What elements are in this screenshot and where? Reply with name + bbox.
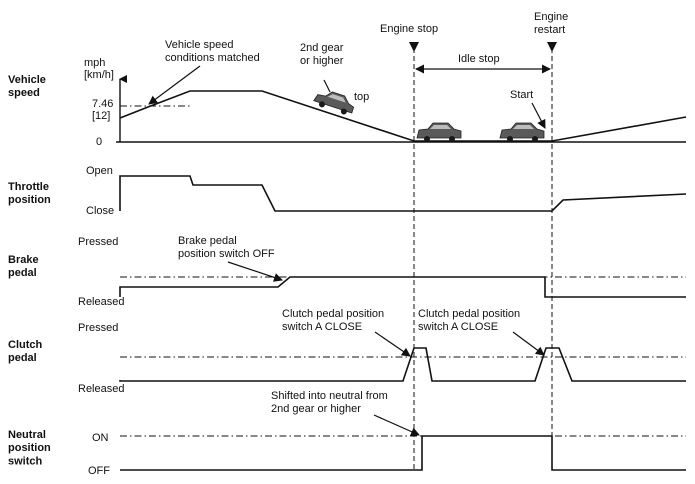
clutch-close-leader-1 <box>374 331 411 357</box>
throttle-position-trace <box>119 175 687 212</box>
clutch-released-label: Released <box>78 383 124 395</box>
car-icon-stopped <box>416 122 462 142</box>
brake-pedal-trace <box>119 276 686 298</box>
throttle-close-label: Close <box>86 205 114 217</box>
second-gear-leader <box>323 79 331 93</box>
engine-stop-label: Engine stop <box>380 23 438 35</box>
speed-matched-leader <box>148 65 201 105</box>
vehicle-speed-trace <box>119 90 687 142</box>
start-note: Start <box>510 89 533 101</box>
brake-switch-leader <box>227 261 283 282</box>
neutral-on-label: ON <box>92 432 109 444</box>
clutch-pressed-label: Pressed <box>78 322 118 334</box>
start-leader <box>531 102 546 129</box>
engine-restart-marker <box>547 42 557 52</box>
throttle-open-label: Open <box>86 165 113 177</box>
neutral-switch-trace <box>120 435 686 471</box>
car-icon-restart <box>499 122 545 142</box>
brake-released-label: Released <box>78 296 124 308</box>
neutral-off-label: OFF <box>88 465 110 477</box>
speed-threshold-label: 7.46[12] <box>92 98 113 122</box>
speed-zero-label: 0 <box>96 136 102 148</box>
top-gear-note: top <box>354 91 369 103</box>
shifted-neutral-leader <box>373 414 420 436</box>
car-icon-driving <box>313 91 355 115</box>
speed-unit-label: mph[km/h] <box>84 57 114 81</box>
engine-stop-marker <box>409 42 419 52</box>
clutch-pedal-trace <box>119 347 686 382</box>
brake-pressed-label: Pressed <box>78 236 118 248</box>
idle-stop-label: Idle stop <box>458 53 500 65</box>
clutch-close-leader-2 <box>512 331 545 356</box>
